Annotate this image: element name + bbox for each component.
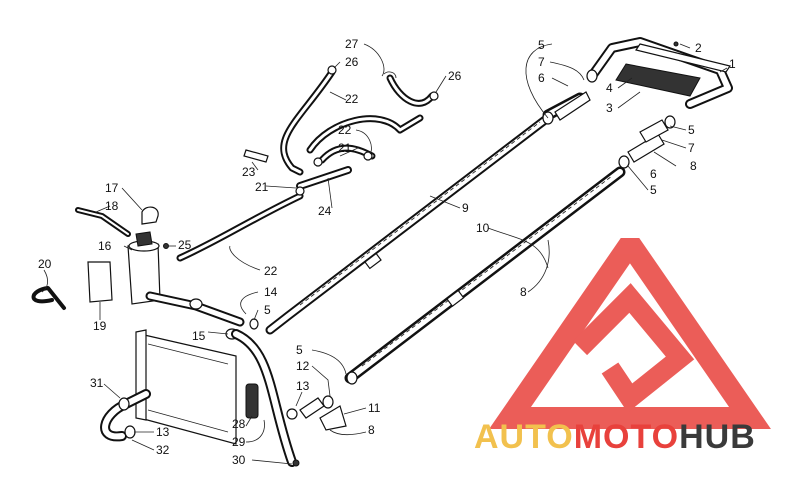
callout-label: 4 bbox=[606, 81, 613, 95]
radiator-elbow-hose bbox=[100, 389, 151, 442]
callout-label: 2 bbox=[695, 41, 702, 55]
callout-label: 3 bbox=[606, 101, 613, 115]
callout-label: 13 bbox=[156, 425, 170, 439]
callout-label: 1 bbox=[729, 57, 736, 71]
callout-label: 6 bbox=[538, 71, 545, 85]
watermark-auto: AUTO bbox=[474, 418, 574, 456]
coolant-tube-upper bbox=[265, 115, 550, 335]
callout-label: 9 bbox=[462, 201, 469, 215]
radiator-lower-hose bbox=[231, 329, 300, 467]
callout-label: 8 bbox=[520, 285, 527, 299]
callout-label: 5 bbox=[650, 183, 657, 197]
watermark-text: AUTOMOTOHUB bbox=[474, 418, 756, 457]
callout-label: 30 bbox=[232, 453, 246, 467]
callout-label: 27 bbox=[345, 37, 359, 51]
callout-label: 14 bbox=[264, 285, 278, 299]
callout-numbers: 1 2 3 4 5 7 6 5 7 6 8 5 27 26 26 22 22 2… bbox=[38, 37, 736, 467]
callout-label: 22 bbox=[345, 92, 359, 106]
watermark-hub: HUB bbox=[679, 418, 756, 456]
hose-couplers-lower bbox=[618, 115, 676, 169]
callout-label: 5 bbox=[688, 123, 695, 137]
callout-label: 25 bbox=[178, 238, 192, 252]
callout-label: 26 bbox=[448, 69, 462, 83]
callout-label: 8 bbox=[368, 423, 375, 437]
coolant-tube-lower bbox=[344, 166, 626, 384]
callout-label: 7 bbox=[538, 55, 545, 69]
leader-lines bbox=[41, 43, 728, 465]
reservoir-bracket bbox=[31, 261, 113, 310]
callout-label: 32 bbox=[156, 443, 170, 457]
callout-label: 11 bbox=[368, 401, 381, 415]
heat-exchanger bbox=[587, 37, 733, 109]
callout-label: 21 bbox=[255, 180, 269, 194]
callout-label: 18 bbox=[105, 199, 119, 213]
callout-label: 10 bbox=[476, 221, 490, 235]
callout-label: 21 bbox=[338, 141, 352, 155]
callout-label: 28 bbox=[232, 417, 246, 431]
callout-label: 15 bbox=[192, 329, 206, 343]
callout-label: 31 bbox=[90, 376, 104, 390]
callout-label: 12 bbox=[296, 359, 310, 373]
callout-label: 22 bbox=[338, 123, 352, 137]
callout-label: 5 bbox=[296, 343, 303, 357]
callout-label: 6 bbox=[650, 167, 657, 181]
callout-label: 29 bbox=[232, 435, 246, 449]
reservoir-outlet-hose bbox=[145, 291, 259, 340]
callout-label: 26 bbox=[345, 55, 359, 69]
bypass-hoses bbox=[176, 65, 439, 262]
lower-tube-fittings bbox=[286, 371, 358, 431]
callout-label: 19 bbox=[93, 319, 107, 333]
radiator bbox=[135, 329, 237, 445]
callout-label: 5 bbox=[264, 303, 271, 317]
callout-label: 8 bbox=[690, 159, 697, 173]
callout-label: 13 bbox=[296, 379, 310, 393]
callout-label: 17 bbox=[105, 181, 119, 195]
hose-couplers-upper bbox=[542, 69, 598, 125]
callout-label: 22 bbox=[264, 264, 278, 278]
callout-label: 5 bbox=[538, 38, 545, 52]
watermark-logo bbox=[489, 238, 771, 429]
callout-label: 16 bbox=[98, 239, 112, 253]
coolant-reservoir bbox=[75, 206, 169, 305]
watermark-moto: MOTO bbox=[573, 418, 680, 456]
callout-label: 20 bbox=[38, 257, 52, 271]
callout-label: 23 bbox=[242, 165, 256, 179]
watermark-triangle-icon bbox=[489, 238, 771, 429]
callout-label: 24 bbox=[318, 204, 332, 218]
callout-label: 7 bbox=[688, 141, 695, 155]
